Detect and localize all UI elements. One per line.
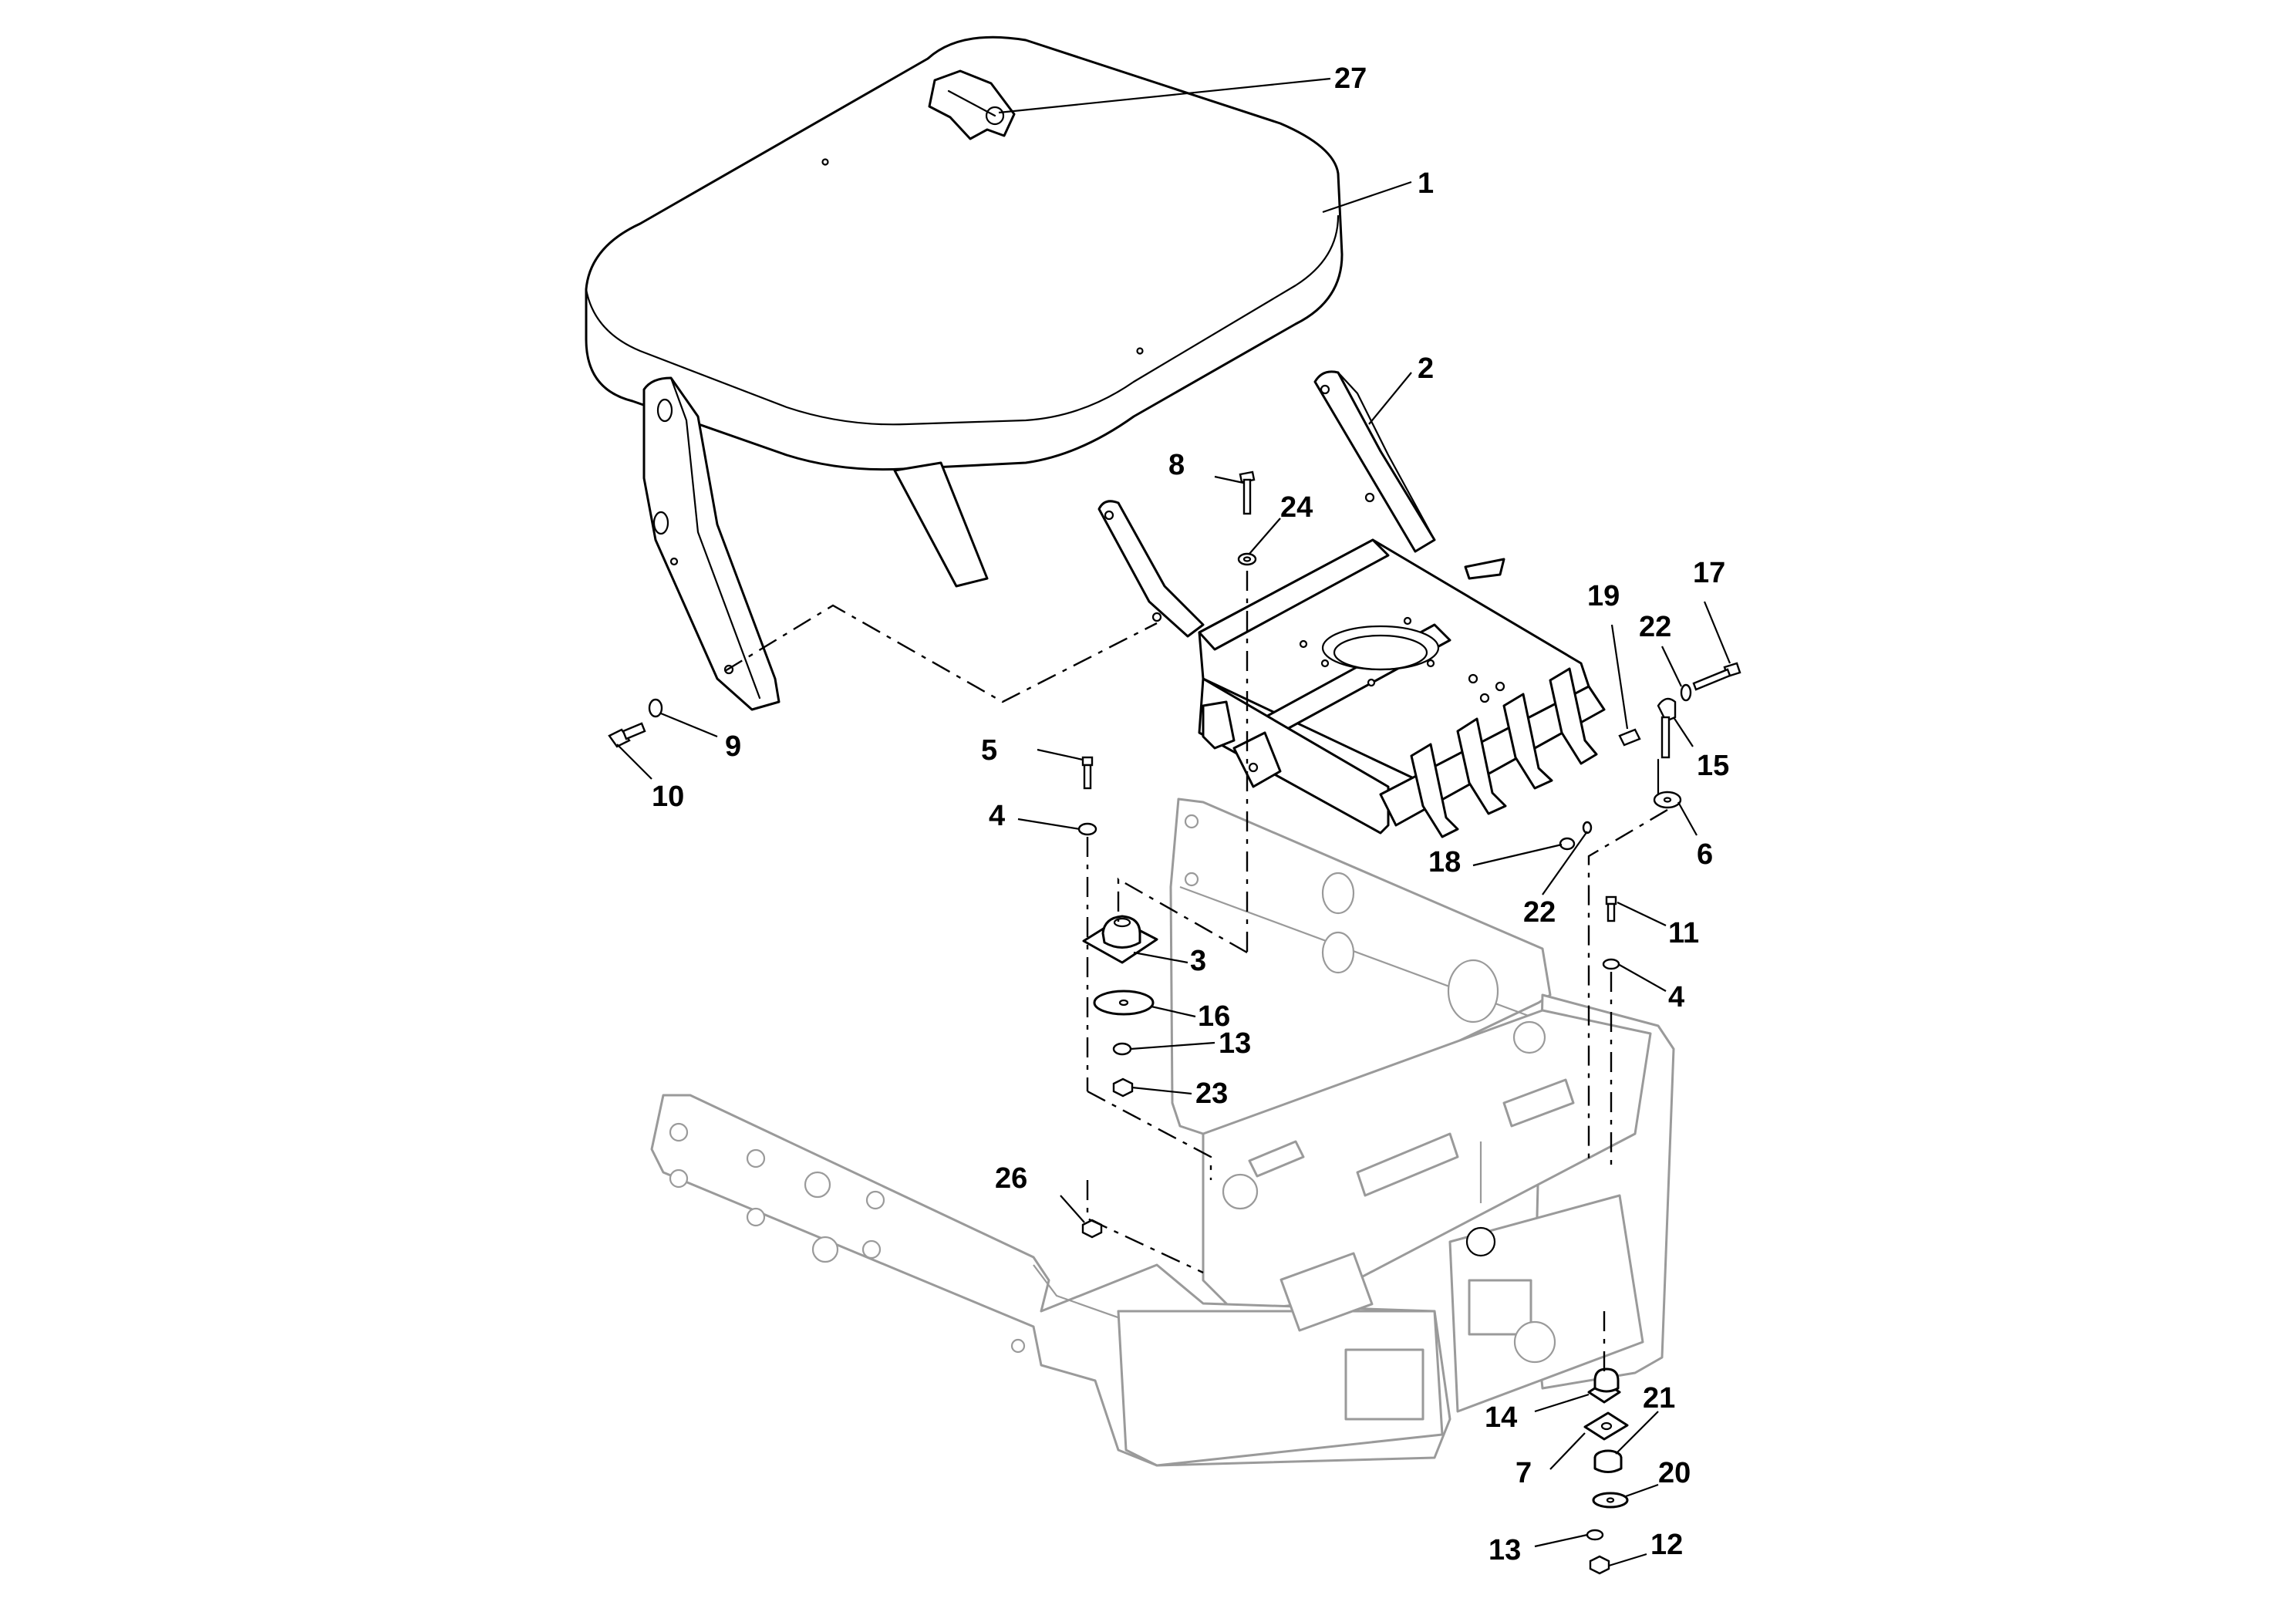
callout-13-lower: 13 bbox=[1489, 1534, 1521, 1566]
callout-22-lower: 22 bbox=[1523, 896, 1556, 929]
nut-23 bbox=[1112, 1077, 1134, 1098]
nut-18 bbox=[1559, 837, 1576, 851]
washer-9 bbox=[648, 698, 663, 718]
callout-24: 24 bbox=[1280, 491, 1313, 524]
callout-27: 27 bbox=[1334, 62, 1367, 95]
bolt-5 bbox=[1081, 756, 1094, 790]
washer-6 bbox=[1653, 791, 1682, 809]
callout-26: 26 bbox=[995, 1162, 1027, 1195]
callout-4-right: 4 bbox=[1668, 981, 1684, 1013]
washer-4a bbox=[1077, 822, 1097, 836]
callout-22-upper: 22 bbox=[1639, 611, 1671, 643]
leader-lines bbox=[616, 77, 1731, 1567]
callout-19: 19 bbox=[1587, 580, 1620, 612]
washer-16 bbox=[1093, 990, 1155, 1016]
callout-23: 23 bbox=[1195, 1077, 1228, 1110]
nut-26 bbox=[1081, 1219, 1103, 1239]
callout-11: 11 bbox=[1668, 917, 1699, 949]
assembly-lines bbox=[724, 571, 1668, 1373]
callout-1: 1 bbox=[1418, 167, 1434, 200]
callout-18: 18 bbox=[1428, 846, 1461, 878]
bracket-15 bbox=[1657, 697, 1677, 759]
nut-12 bbox=[1589, 1555, 1610, 1575]
washer-24 bbox=[1237, 552, 1257, 566]
callout-14: 14 bbox=[1485, 1401, 1517, 1434]
washer-13b bbox=[1586, 1529, 1604, 1541]
callout-5: 5 bbox=[981, 734, 997, 767]
rops-left-frame bbox=[642, 376, 989, 711]
callout-6: 6 bbox=[1697, 838, 1713, 871]
callout-8: 8 bbox=[1168, 449, 1185, 481]
washer-13a bbox=[1112, 1042, 1132, 1056]
callout-13-upper: 13 bbox=[1219, 1027, 1251, 1060]
roof-canopy bbox=[585, 35, 1344, 471]
plate-7 bbox=[1583, 1411, 1629, 1441]
callout-2: 2 bbox=[1418, 352, 1434, 385]
callout-7: 7 bbox=[1515, 1457, 1532, 1489]
washer-22b bbox=[1582, 821, 1593, 835]
washer-22a bbox=[1680, 683, 1692, 702]
bolt-11 bbox=[1605, 895, 1617, 922]
callout-21: 21 bbox=[1643, 1382, 1675, 1415]
bolt-10 bbox=[608, 722, 646, 748]
callout-12: 12 bbox=[1650, 1529, 1683, 1561]
callout-20: 20 bbox=[1658, 1457, 1691, 1489]
callout-16: 16 bbox=[1198, 1000, 1230, 1033]
callout-15: 15 bbox=[1697, 750, 1729, 782]
bolt-8 bbox=[1239, 470, 1256, 515]
seat-base-frame bbox=[1097, 370, 1606, 838]
bolt-17 bbox=[1692, 662, 1741, 691]
callout-9: 9 bbox=[725, 730, 741, 763]
callout-4-left: 4 bbox=[989, 800, 1005, 832]
isolator-mount-3 bbox=[1082, 915, 1158, 964]
spacer-19 bbox=[1618, 728, 1641, 747]
callout-labels: 27 1 2 8 24 17 19 22 15 9 10 5 4 6 18 22… bbox=[652, 62, 1729, 1566]
chassis-frame bbox=[650, 798, 1675, 1467]
callout-17: 17 bbox=[1693, 557, 1725, 589]
isolator-mount-14 bbox=[1587, 1367, 1621, 1404]
callout-3: 3 bbox=[1190, 945, 1206, 977]
washer-4b bbox=[1602, 958, 1620, 970]
washer-20 bbox=[1592, 1492, 1629, 1509]
spacer-21 bbox=[1593, 1449, 1623, 1473]
callout-10: 10 bbox=[652, 781, 684, 813]
